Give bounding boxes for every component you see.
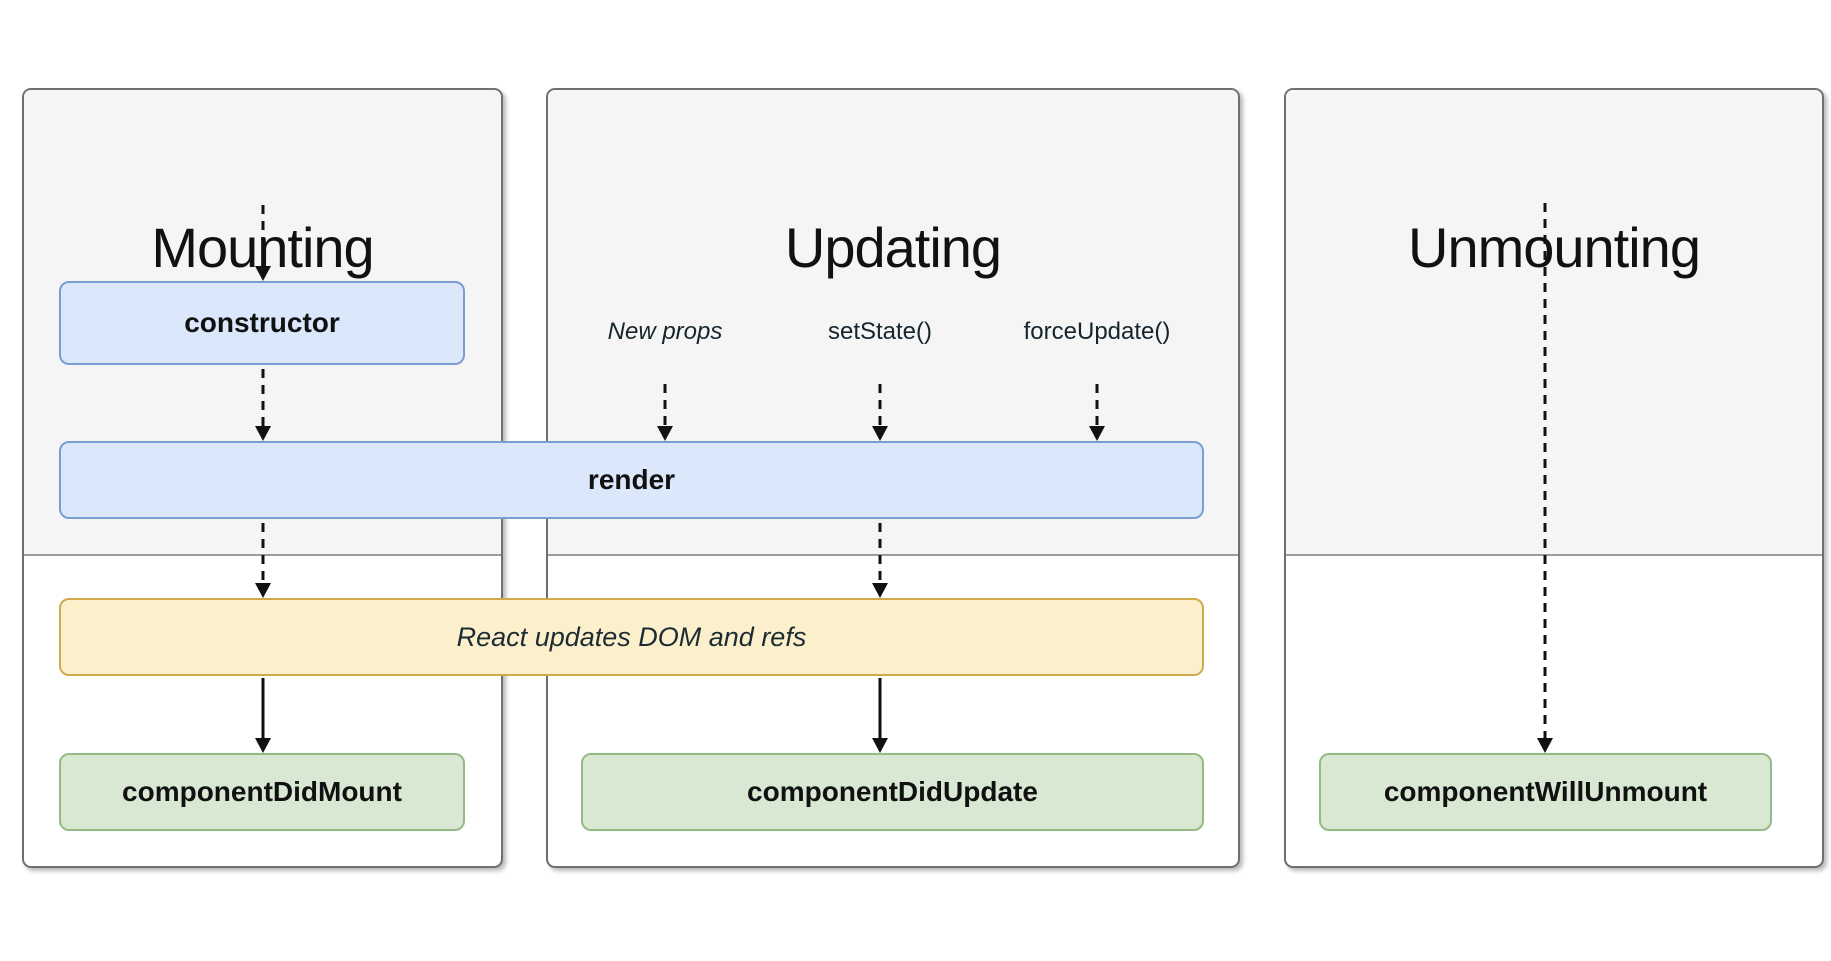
label-new-props: New props xyxy=(607,318,723,345)
arrow-new-props-to-render xyxy=(657,384,673,441)
arrow-line xyxy=(1095,384,1099,428)
arrow-unmounting-title-to-component-will-unmount xyxy=(1537,203,1553,753)
arrow-head xyxy=(255,738,271,753)
arrow-head xyxy=(1089,426,1105,441)
arrow-set-state-to-render xyxy=(872,384,888,441)
arrow-line xyxy=(878,523,882,585)
arrow-head xyxy=(872,426,888,441)
arrow-line xyxy=(261,369,265,428)
label-set-state: setState() xyxy=(827,318,933,345)
arrow-head xyxy=(255,583,271,598)
label-force-update: forceUpdate() xyxy=(1023,318,1171,345)
arrow-head xyxy=(1537,738,1553,753)
arrow-line xyxy=(663,384,667,428)
arrow-line xyxy=(878,384,882,428)
arrow-line xyxy=(878,678,882,740)
panel-unmounting: Unmounting xyxy=(1284,88,1824,868)
arrow-line xyxy=(261,205,265,268)
arrow-react-updates-to-component-did-mount xyxy=(255,678,271,753)
arrow-mounting-title-to-constructor xyxy=(255,205,271,281)
arrow-head xyxy=(872,583,888,598)
arrow-head xyxy=(872,738,888,753)
box-constructor[interactable]: constructor xyxy=(59,281,465,365)
arrow-force-update-to-render xyxy=(1089,384,1105,441)
arrow-head xyxy=(255,266,271,281)
box-component-did-update[interactable]: componentDidUpdate xyxy=(581,753,1204,831)
panel-unmounting-render-phase-band xyxy=(1286,90,1822,556)
arrow-render-to-react-updates-mounting xyxy=(255,523,271,598)
arrow-line xyxy=(261,523,265,585)
arrow-react-updates-to-component-did-update xyxy=(872,678,888,753)
column-title-updating: Updating xyxy=(784,216,1002,279)
column-title-unmounting: Unmounting xyxy=(1408,216,1701,279)
arrow-constructor-to-render xyxy=(255,369,271,441)
box-component-will-unmount[interactable]: componentWillUnmount xyxy=(1319,753,1772,831)
box-react-updates-dom-and-refs: React updates DOM and refs xyxy=(59,598,1204,676)
arrow-head xyxy=(657,426,673,441)
arrow-line xyxy=(1543,203,1547,740)
box-component-did-mount[interactable]: componentDidMount xyxy=(59,753,465,831)
arrow-line xyxy=(261,678,265,740)
box-render[interactable]: render xyxy=(59,441,1204,519)
arrow-head xyxy=(255,426,271,441)
arrow-render-to-react-updates-updating xyxy=(872,523,888,598)
